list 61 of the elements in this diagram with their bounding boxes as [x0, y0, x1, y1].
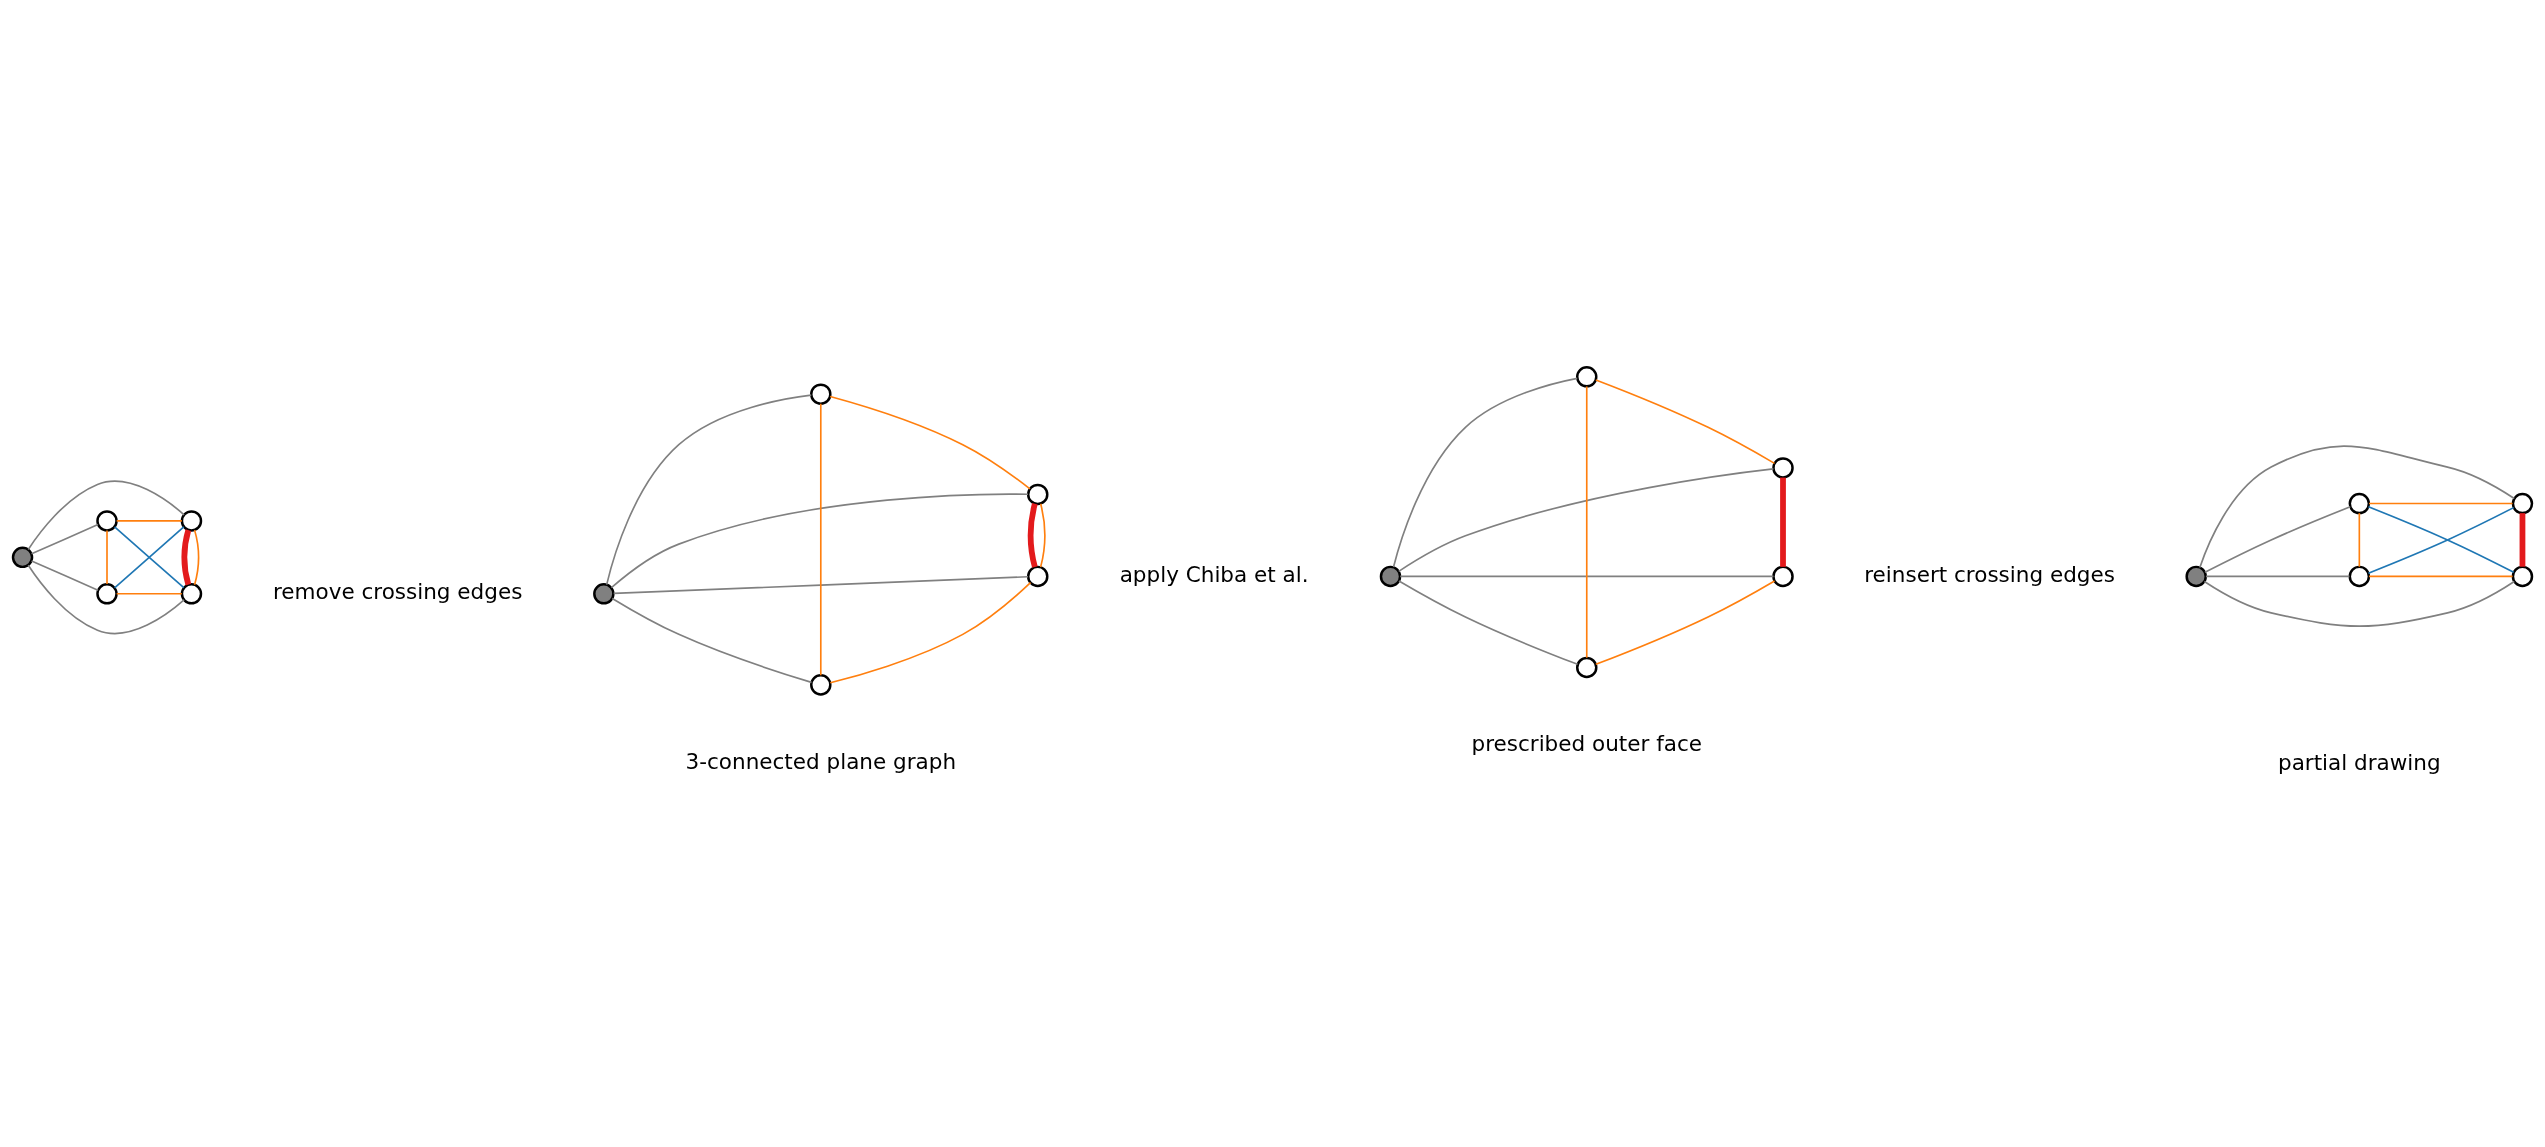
node-circle [1576, 656, 1598, 679]
node-circle [810, 674, 832, 696]
connector [1595, 580, 1776, 666]
connector [1780, 477, 1786, 567]
node-circle [2348, 492, 2371, 515]
node-circle [1027, 483, 1049, 506]
node-circle [2511, 492, 2534, 515]
connector [1398, 580, 1579, 666]
label: apply Chiba et al. [1119, 561, 1309, 587]
node-circle [593, 583, 615, 605]
connector [30, 560, 99, 591]
node-circle [96, 583, 118, 605]
connector [27, 480, 185, 551]
label: partial drawing [2278, 749, 2441, 775]
label: remove crossing edges [272, 579, 523, 604]
node-circle [1772, 565, 1794, 588]
node-circle [1379, 565, 1402, 588]
connector [2358, 512, 2361, 568]
connector [829, 581, 1032, 684]
connector [2204, 505, 2352, 574]
connector [27, 564, 185, 635]
connector [115, 592, 183, 595]
connector [611, 597, 813, 684]
node-circle [180, 510, 203, 532]
node-circle [2185, 565, 2207, 588]
connector [610, 493, 1029, 589]
connector [2203, 580, 2516, 627]
connector [1595, 379, 1776, 465]
connector [1399, 575, 1775, 578]
connector [1585, 385, 1588, 659]
connector [829, 395, 1031, 490]
node-circle [2511, 565, 2534, 588]
node-circle [1576, 366, 1598, 388]
connector [2519, 513, 2526, 567]
connector [819, 403, 822, 677]
label: prescribed outer face [1471, 731, 1703, 757]
node-circle [1772, 457, 1794, 479]
connector [2368, 502, 2514, 505]
connector [115, 520, 183, 522]
connector [2368, 575, 2514, 578]
connector [2205, 575, 2351, 578]
node-circle [1027, 565, 1049, 588]
connector [1392, 377, 1579, 568]
node-circle [11, 546, 34, 569]
connector [106, 529, 108, 585]
connector [181, 529, 192, 586]
connector [30, 523, 99, 555]
label: 3-connected plane graph [685, 748, 957, 774]
connector [605, 394, 813, 586]
node-circle [180, 583, 203, 605]
connector [1039, 502, 1046, 568]
node-circle [2348, 565, 2371, 588]
node-circle [810, 383, 832, 405]
connector [1397, 468, 1775, 573]
connector [193, 529, 200, 586]
connector [2199, 445, 2516, 569]
node-circle [96, 510, 118, 532]
connector [612, 575, 1029, 595]
connector [1027, 503, 1038, 568]
connector [113, 526, 185, 589]
label: reinsert crossing edges [1864, 561, 2115, 587]
